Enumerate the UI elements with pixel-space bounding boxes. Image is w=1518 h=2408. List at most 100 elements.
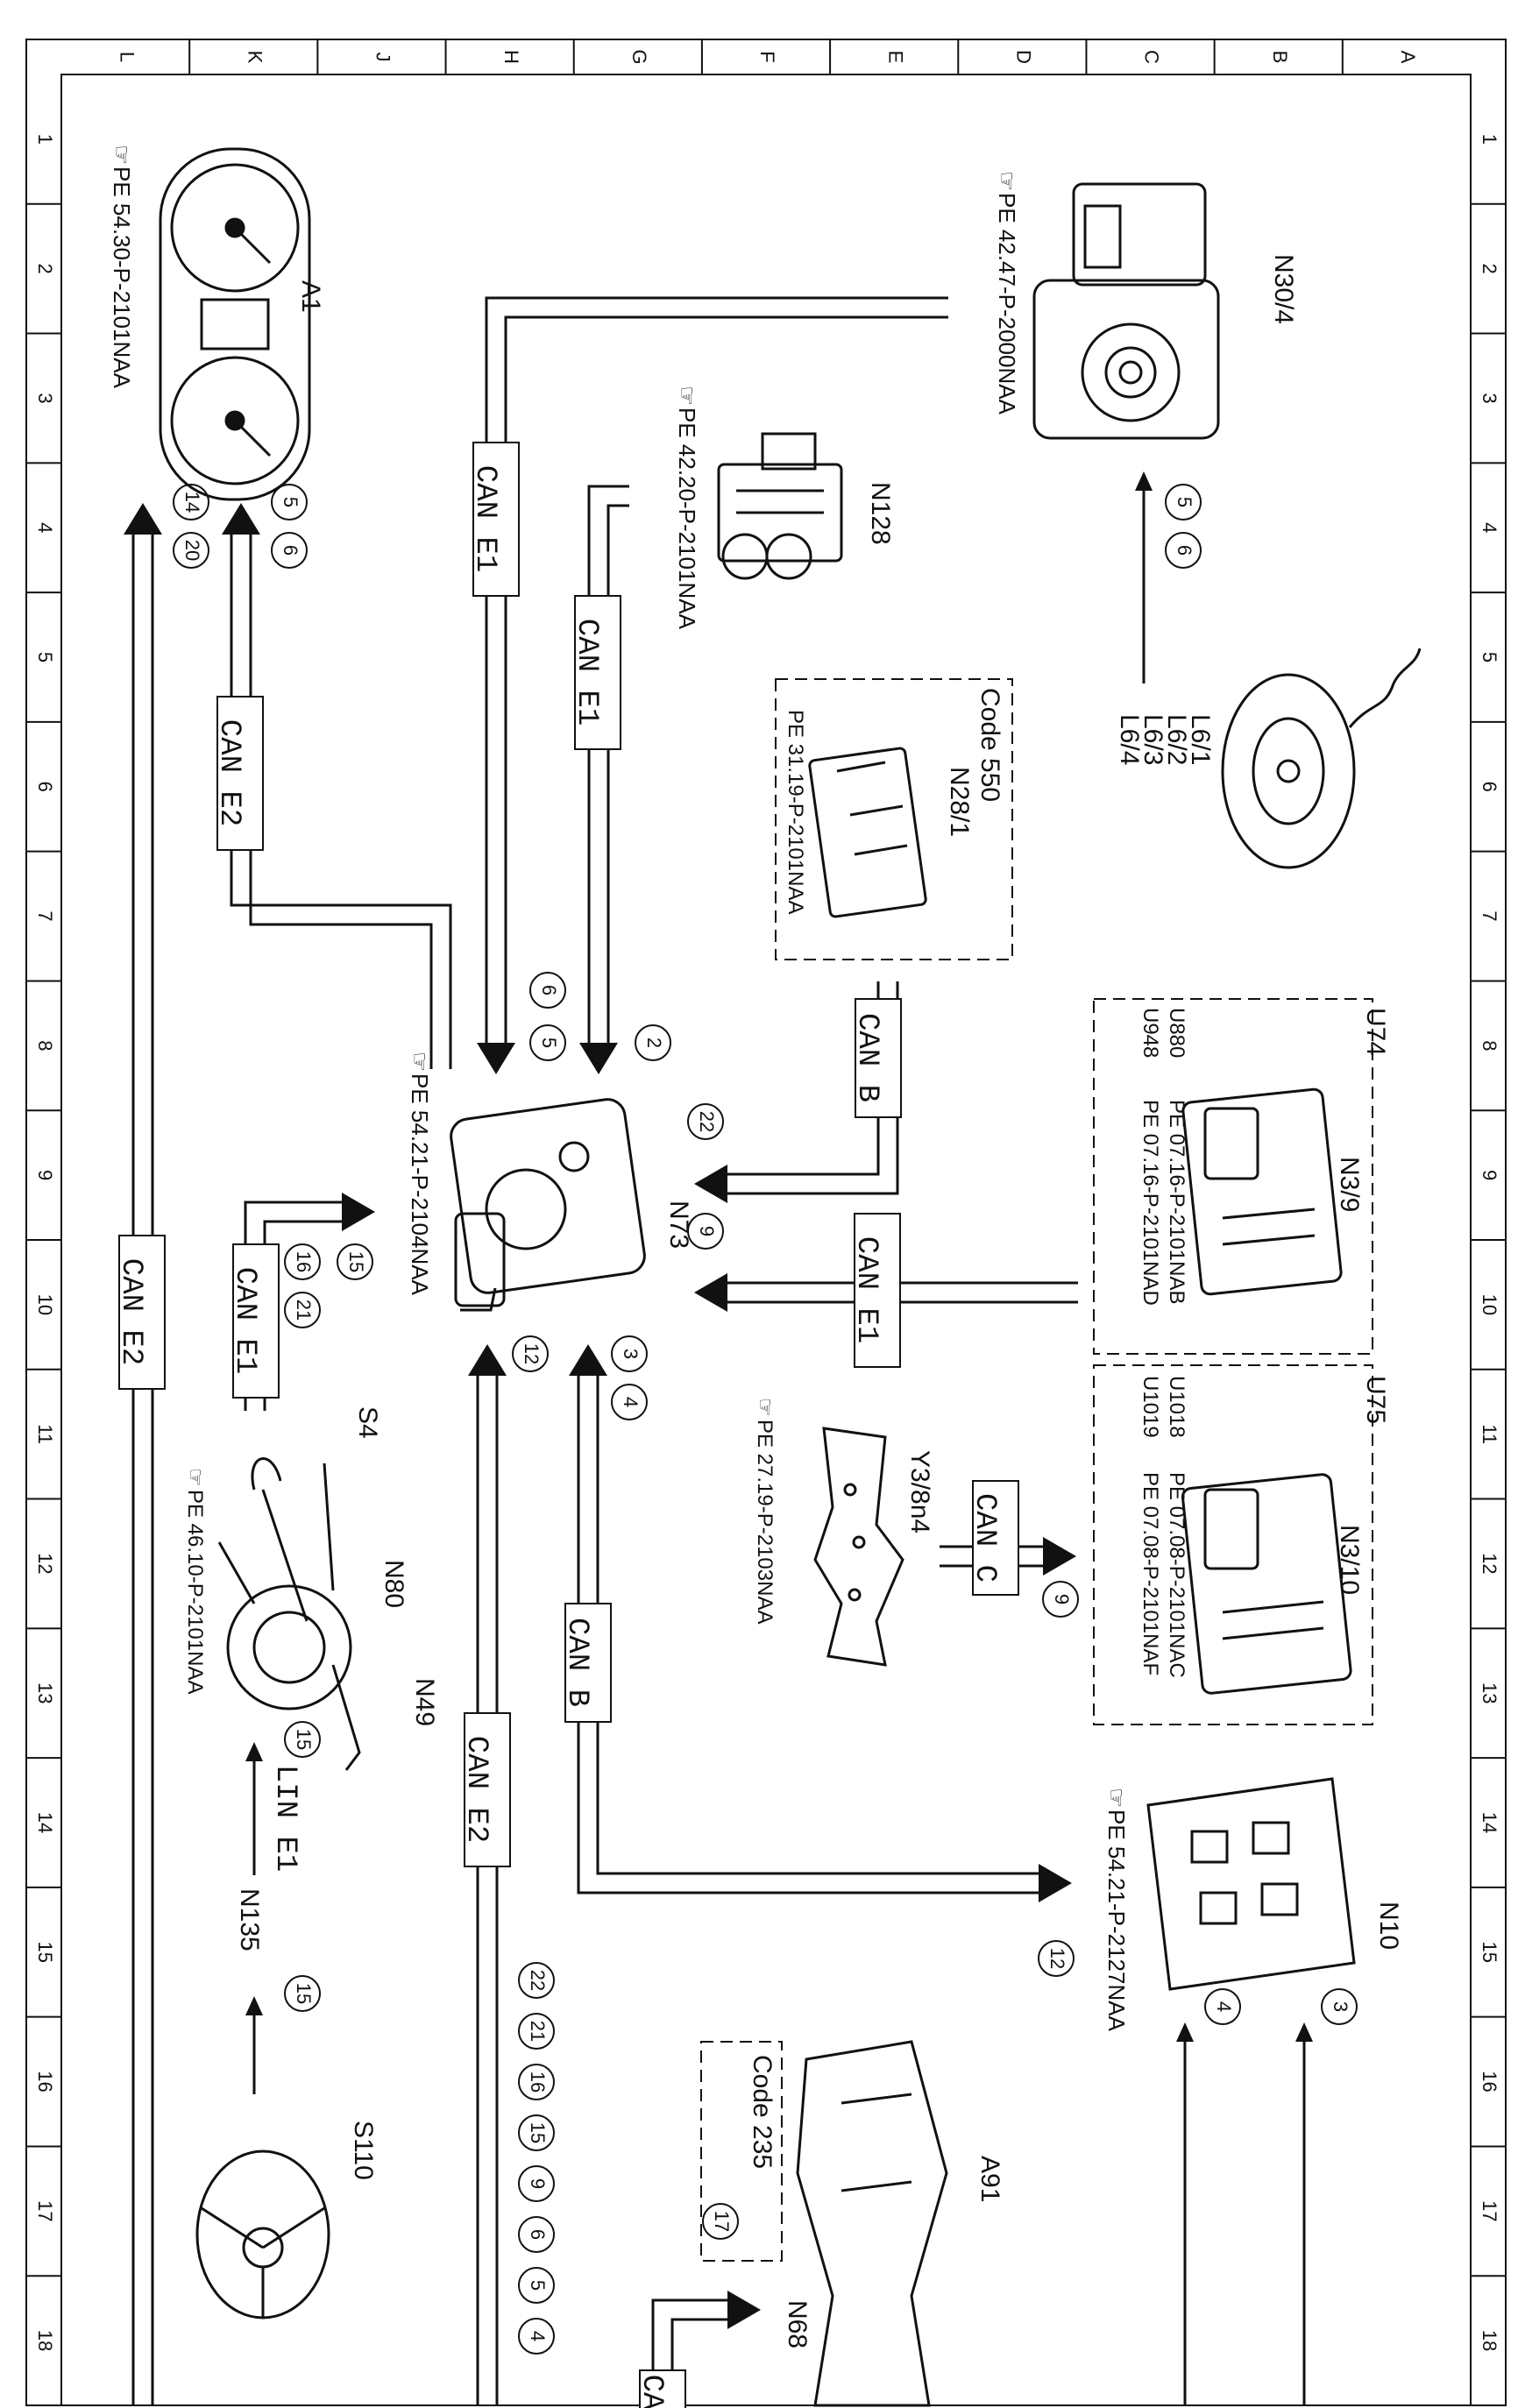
bus-label-can-e2-long: CAN E2 [114,1258,147,1365]
u75-ref-1: PE 07.08-P-2101NAC [1165,1472,1188,1678]
ref-s4: PE 46.10-P-2101NAA [183,1490,207,1694]
grid-col-label: C [1141,50,1163,64]
bus-label-lin-e1: LIN E1 [268,1765,301,1872]
svg-text:15: 15 [527,2122,549,2143]
ref-a1: PE 54.30-P-2101NAA [109,166,135,389]
brake-disc-icon [1221,648,1422,869]
grid-row-label: 4 [34,522,56,533]
arrow-lin [245,1742,263,1761]
grid-row-label: 12 [34,1553,56,1574]
bus-label-can-e1-u74: CAN E1 [849,1236,883,1343]
svg-text:4: 4 [620,1397,642,1407]
n128-module-icon [717,432,843,580]
arrow-n73-e1a [477,1043,515,1074]
svg-text:22: 22 [696,1111,718,1132]
can-e2-a1-line-inner [230,535,452,1069]
circled-number-s-16: 16 [284,1243,321,1280]
circled-number-s-15: 15 [337,1243,373,1280]
trailer-module-icon [808,747,927,918]
circled-number-n73-3: 3 [611,1335,648,1372]
steering-column-icon [217,1457,361,1771]
circled-number-n73-9: 9 [687,1213,724,1250]
circled-number-bottom: 4 [518,2318,555,2355]
bus-label-can-e1-n128: CAN E1 [570,619,603,726]
circled-number-code235-17: 17 [702,2203,739,2240]
svg-text:5: 5 [527,2280,549,2291]
u75-code-2: U1019 [1138,1376,1162,1438]
u74-code-1: U880 [1165,1008,1188,1058]
arrow-n73-e1b [579,1043,618,1074]
label-l6-4: L6/4 [1115,714,1144,765]
label-n10: N10 [1374,1902,1403,1950]
circled-number-n73-22: 22 [687,1103,724,1140]
ignition-switch-icon [450,1098,646,1312]
ref-n73: PE 54.21-P-2104NAA [407,1073,433,1296]
grid-row-label: 14 [1479,1812,1500,1833]
grid-row-label: 15 [34,1942,56,1963]
svg-text:9: 9 [1051,1594,1073,1604]
arrow-n10-right [1295,2022,1313,2042]
can-e1-n128-line-inner [606,504,629,1043]
grid-col-label: B [1269,51,1291,64]
circled-number-a1-5: 5 [271,484,308,521]
bus-lines [131,296,1078,2405]
circled-number-a1-14: 14 [173,484,209,521]
circled-number-bottom: 9 [518,2165,555,2202]
label-n49: N49 [410,1678,439,1726]
can-e1-n30-line-inner [504,315,948,1043]
svg-text:3: 3 [620,1349,642,1359]
instrument-cluster-icon [159,147,311,501]
svg-text:2: 2 [643,1038,665,1048]
grid-row-ticks [26,202,1506,2406]
arrow-n73-e2 [468,1344,507,1376]
grid-row-label: 6 [34,782,56,792]
grid-row-label: 7 [1479,910,1500,921]
grid-col-label: J [372,53,394,62]
manual-icon-n73: ☞ [407,1052,433,1072]
label-n30-4: N30/4 [1269,254,1298,324]
engine-ecu-icon [1181,1087,1343,1296]
circled-number-bottom: 5 [518,2267,555,2304]
valve-body-icon [813,1427,904,1667]
svg-text:6: 6 [1174,545,1195,556]
arrowheads [124,471,1313,2329]
grid-row-label: 17 [34,2200,56,2221]
u75-box [1093,1364,1373,1725]
svg-text:21: 21 [527,2021,549,2042]
single-lines [252,491,1306,2405]
grid-row-label: 8 [1479,1040,1500,1051]
label-code550: Code 550 [975,688,1004,802]
grid-row-label: 14 [34,1812,56,1833]
arrow-can-c [1043,1537,1076,1576]
bus-label-can-e2-lower: CAN E2 [459,1736,493,1843]
label-u75: U75 [1361,1376,1390,1424]
grid-row-label: 1 [34,134,56,145]
grid-row-label: 9 [1479,1170,1500,1180]
u75-code-1: U1018 [1165,1376,1188,1438]
u74-ref-1: PE 07.16-P-2101NAB [1165,1100,1188,1304]
grid-row-label: 2 [34,264,56,274]
grid-row-label: 18 [1479,2330,1500,2351]
code550-box [775,678,1013,960]
grid-row-label: 3 [1479,393,1500,403]
grid-row-label: 5 [1479,652,1500,662]
grid-row-label: 10 [1479,1294,1500,1315]
arrow-n10 [1039,1864,1072,1902]
label-n80: N80 [380,1560,408,1608]
circled-number-bottom: 6 [518,2216,555,2253]
svg-text:17: 17 [711,2211,733,2232]
manual-icon-n10: ☞ [1103,1788,1130,1808]
grid-col-label: H [500,50,522,64]
can-e2-a1-line [249,535,433,1069]
circled-number-n30-6: 6 [1165,532,1202,569]
grid-row-label: 2 [1479,264,1500,274]
circled-number-n73-6: 6 [529,972,566,1009]
circled-number-n73-2: 2 [635,1024,671,1061]
label-n28-1: N28/1 [945,767,974,837]
arrow-n135 [245,1996,263,2015]
